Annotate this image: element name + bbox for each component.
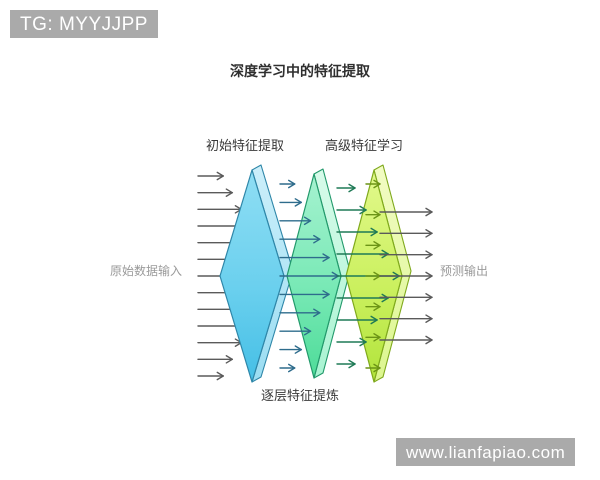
layer-2-output-arrow-3-head — [370, 227, 378, 237]
output-arrow-3-head — [425, 250, 433, 259]
input-arrow-13-head — [216, 371, 224, 381]
layer-2-output-arrow-8-head — [359, 337, 367, 347]
inter-layer-arrow-group — [279, 179, 400, 373]
layer-2-output-arrow-1-head — [348, 183, 356, 193]
layer-3-output-arrow-2-head — [373, 210, 381, 219]
layer-1-output-arrow-11-head — [287, 363, 296, 373]
output-arrow-group — [379, 207, 433, 345]
layer-1-output-arrow-2-head — [294, 198, 302, 207]
stage-label-initial-feature-extraction: 初始特征提取 — [206, 138, 285, 153]
input-arrow-1-head — [216, 171, 224, 181]
layer-1-output-arrow-7-head — [322, 290, 330, 299]
layer-3-shape — [345, 164, 412, 383]
layer-3-output-arrow-3-head — [373, 241, 381, 250]
layer-2-output-arrow-2-head — [359, 205, 367, 215]
input-arrow-2-head — [225, 188, 234, 197]
layer-1-output-arrow-10-head — [294, 345, 302, 354]
layer-3-output-arrow-7-head — [373, 363, 381, 373]
output-label: 预测输出 — [440, 264, 489, 278]
layer-1-output-arrow-5-head — [322, 253, 330, 262]
output-arrow-5-head — [425, 293, 433, 302]
output-arrow-2-head — [425, 229, 433, 238]
bottom-caption: 逐层特征提炼 — [260, 388, 339, 403]
layer-1-output-arrow-4-head — [313, 234, 321, 244]
layer-1-shape — [219, 164, 294, 383]
layer-2-output-arrow-7-head — [370, 315, 378, 325]
layer-1-output-arrow-1-head — [287, 179, 296, 189]
layer-3-output-arrow-1-head — [373, 179, 381, 189]
stage-label-advanced-feature-learning: 高级特征学习 — [325, 138, 404, 153]
output-arrow-1-head — [425, 207, 433, 217]
input-arrow-12-head — [225, 355, 234, 364]
output-arrow-4-head — [425, 271, 433, 281]
layer-2-output-arrow-9-head — [348, 359, 356, 369]
watermark-bottom-right: www.lianfapiao.com — [396, 438, 576, 466]
layer-shape-group — [219, 164, 412, 383]
input-label: 原始数据输入 — [110, 264, 183, 278]
layer-1-front-face — [219, 169, 285, 383]
layer-1-output-arrow-3-head — [303, 216, 312, 226]
watermark-top-left: TG: MYYJJPP — [10, 10, 158, 38]
layer-3-output-arrow-5-head — [373, 302, 381, 311]
output-arrow-6-head — [425, 314, 433, 323]
output-arrow-7-head — [425, 335, 433, 345]
page-title: 深度学习中的特征提取 — [230, 63, 370, 79]
layer-3-output-arrow-6-head — [373, 333, 381, 342]
layer-1-output-arrow-8-head — [313, 308, 321, 318]
layer-1-output-arrow-9-head — [303, 326, 312, 336]
